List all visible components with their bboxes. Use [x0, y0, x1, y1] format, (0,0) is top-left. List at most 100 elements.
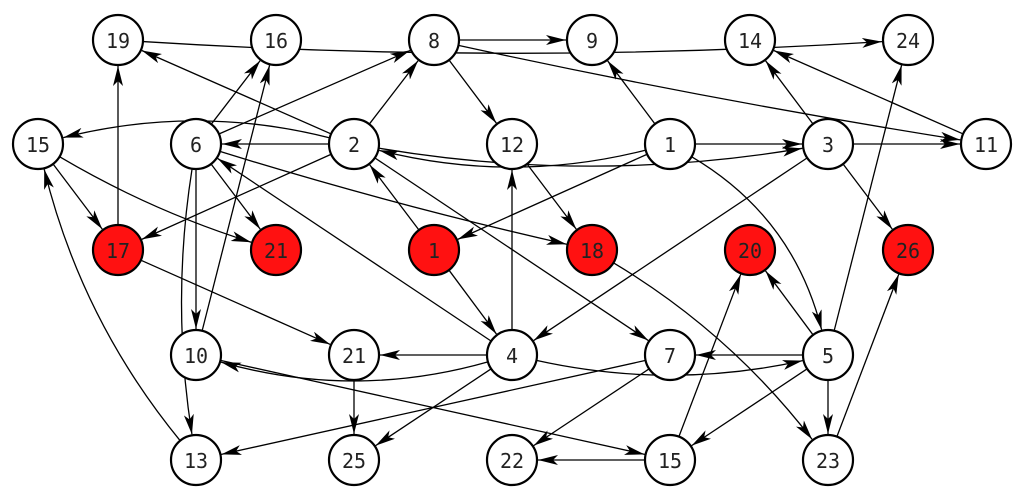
edge-17-to-21b	[140, 259, 331, 346]
node-label: 7	[664, 344, 676, 368]
node-circle	[801, 328, 855, 382]
graph-node: 16	[249, 13, 303, 67]
node-circle	[485, 117, 539, 171]
node-circle	[249, 13, 303, 67]
node-label: 16	[264, 29, 288, 53]
edge-23-to-26	[836, 274, 900, 437]
edge-6-to-21a	[210, 163, 261, 230]
node-label: 17	[106, 239, 130, 263]
node-label: 23	[816, 449, 840, 473]
graph-node: 25	[327, 433, 381, 487]
node-label: 21	[342, 344, 366, 368]
highlighted-node-circle	[407, 223, 461, 277]
graph-node: 20	[723, 223, 777, 277]
edge-12-to-18	[526, 163, 577, 230]
node-label: 25	[342, 449, 366, 473]
edge-4-to-6	[217, 157, 492, 342]
node-circle	[407, 13, 461, 67]
graph-node: 18	[565, 223, 619, 277]
node-label: 21	[264, 239, 288, 263]
edge-7-to-13	[221, 359, 646, 456]
node-circle	[327, 117, 381, 171]
node-label: 14	[738, 29, 762, 53]
edge-18-to-23	[613, 262, 813, 440]
node-circle	[959, 117, 1013, 171]
node-label: 5	[822, 344, 834, 368]
node-circle	[643, 433, 697, 487]
node-label: 15	[658, 449, 682, 473]
graph-node: 15	[643, 433, 697, 487]
node-circle	[327, 328, 381, 382]
graph-node: 17	[91, 223, 145, 277]
highlighted-node-circle	[249, 223, 303, 277]
node-circle	[801, 117, 855, 171]
edge-8-to-12	[448, 59, 497, 124]
node-circle	[485, 433, 539, 487]
graph-node: 21	[249, 223, 303, 277]
graph-node: 22	[485, 433, 539, 487]
node-label: 15	[26, 133, 50, 157]
node-label: 9	[586, 29, 598, 53]
node-label: 11	[974, 133, 998, 157]
graph-node: 1	[407, 223, 461, 277]
graph-node: 14	[723, 13, 777, 67]
node-label: 1	[428, 239, 440, 263]
edge-5-to-24	[833, 65, 903, 331]
edge-8-to-11	[458, 44, 961, 142]
edge-15a-to-21a	[59, 156, 252, 243]
node-label: 3	[822, 133, 834, 157]
edge-1a-to-9	[607, 60, 656, 125]
graph-node: 10	[169, 328, 223, 382]
node-circle	[643, 328, 697, 382]
node-label: 12	[500, 133, 524, 157]
node-circle	[801, 433, 855, 487]
edge-1a-to-5	[691, 156, 823, 330]
edges-layer	[43, 35, 964, 465]
edge-19-to-24	[142, 37, 883, 54]
graph-node: 9	[565, 13, 619, 67]
node-label: 6	[190, 133, 202, 157]
node-label: 22	[500, 449, 524, 473]
graph-node: 4	[485, 328, 539, 382]
edge-15a-to-17	[52, 163, 103, 230]
graph-node: 12	[485, 117, 539, 171]
node-label: 26	[896, 239, 920, 263]
node-circle	[881, 13, 935, 67]
node-label: 1	[664, 133, 676, 157]
node-circle	[11, 117, 65, 171]
edge-6-to-16	[210, 60, 261, 125]
graph-node: 26	[881, 223, 935, 277]
edge-11-to-14	[773, 49, 964, 135]
graph-node: 23	[801, 433, 855, 487]
node-label: 4	[506, 344, 518, 368]
edge-10-to-16	[201, 65, 271, 331]
edge-5-to-15b	[691, 368, 808, 447]
edge-2-to-3	[378, 146, 803, 167]
node-label: 13	[184, 449, 208, 473]
edge-13-to-15a	[43, 169, 181, 442]
graph-node: 21	[327, 328, 381, 382]
graph-node: 15	[11, 117, 65, 171]
edge-2-to-8	[368, 60, 419, 125]
edge-15b-to-20	[678, 274, 742, 437]
edge-6-to-13	[180, 168, 194, 435]
node-circle	[327, 433, 381, 487]
highlighted-node-circle	[723, 223, 777, 277]
edge-1b-to-4	[448, 269, 498, 335]
node-label: 20	[738, 239, 762, 263]
node-circle	[565, 13, 619, 67]
graph-node: 3	[801, 117, 855, 171]
highlighted-node-circle	[565, 223, 619, 277]
node-circle	[169, 117, 223, 171]
node-circle	[91, 13, 145, 67]
graph-node: 13	[169, 433, 223, 487]
node-label: 2	[348, 133, 360, 157]
graph-node: 19	[91, 13, 145, 67]
graph-node: 6	[169, 117, 223, 171]
edge-5-to-20	[764, 270, 814, 336]
edge-7-to-22	[533, 368, 650, 447]
edge-1b-to-2	[369, 164, 420, 231]
highlighted-node-circle	[881, 223, 935, 277]
graph-node: 1	[643, 117, 697, 171]
